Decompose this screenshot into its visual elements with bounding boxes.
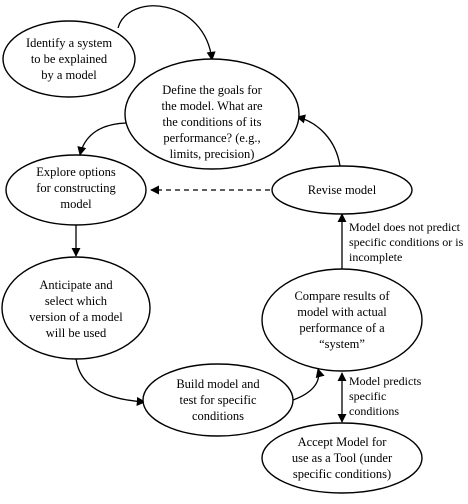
node-define-line: the conditions of its <box>163 115 262 129</box>
node-anticipate-text: Anticipate and select which version of a m… <box>29 278 123 340</box>
arrow-anticipate-to-build <box>75 357 146 406</box>
node-anticipate-line: version of a model <box>29 310 123 324</box>
node-define: Define the goals for the model. What are t… <box>124 58 300 170</box>
node-accept-line: use as a Tool (under <box>292 451 393 465</box>
node-accept-line: Accept Model for <box>298 435 388 449</box>
node-anticipate-shape <box>1 256 151 360</box>
node-anticipate-line: Anticipate and <box>39 278 113 292</box>
node-define-text: Define the goals for the model. What are t… <box>161 83 263 161</box>
edge-label-not-predict-line: incomplete <box>349 250 402 264</box>
node-identify-shape <box>2 20 136 98</box>
edge-label-not-predict-line: specific conditions or is <box>349 235 464 249</box>
node-explore-text: Explore options for constructing model <box>36 165 116 211</box>
node-build-line: Build model and <box>176 377 260 391</box>
edge-label-predicts-line: specific <box>349 389 386 403</box>
arrow-revise-to-define <box>296 114 341 167</box>
node-identify: Identify a system to be explained by a mod… <box>2 20 136 98</box>
node-define-line: the model. What are <box>161 99 263 113</box>
node-explore-line: model <box>60 197 92 211</box>
node-compare-line: model with actual <box>297 305 387 319</box>
node-explore-line: Explore options <box>36 165 116 179</box>
node-anticipate-line: select which <box>45 294 108 308</box>
node-compare: Compare results of model with actual perfo… <box>261 268 423 372</box>
node-explore: Explore options for constructing model <box>5 154 147 226</box>
node-build-line: test for specific <box>179 393 257 407</box>
node-identify-line: by a model <box>41 68 97 82</box>
node-accept-text: Accept Model for use as a Tool (under spec… <box>292 435 393 481</box>
node-explore-shape <box>5 154 147 226</box>
node-accept: Accept Model for use as a Tool (under spec… <box>261 422 423 494</box>
edge-label-predicts-line: conditions <box>349 404 399 418</box>
node-revise-text: Revise model <box>308 183 377 197</box>
node-revise-shape <box>271 165 413 215</box>
edge-label-predicts-line: Model predicts <box>349 374 422 388</box>
arrow-define-to-explore <box>77 122 127 156</box>
edge-label-not-predict-line: Model does not predict <box>349 220 461 234</box>
node-anticipate-line: will be used <box>46 326 107 340</box>
node-identify-text: Identify a system to be explained by a mod… <box>26 36 112 82</box>
node-explore-line: for constructing <box>36 181 116 195</box>
node-define-line: performance? (e.g., <box>163 131 260 145</box>
node-compare-text: Compare results of model with actual perfo… <box>294 289 390 351</box>
node-define-line: limits, precision) <box>170 147 255 161</box>
node-define-line: Define the goals for <box>162 83 262 97</box>
edges <box>71 5 347 423</box>
arrow-build-to-compare <box>292 368 325 401</box>
node-identify-line: Identify a system <box>26 36 112 50</box>
node-define-shape <box>124 58 300 170</box>
node-anticipate: Anticipate and select which version of a m… <box>1 256 151 360</box>
node-identify-line: to be explained <box>31 52 108 66</box>
node-revise: Revise model <box>271 165 413 215</box>
node-revise-line: Revise model <box>308 183 377 197</box>
arrow-identify-to-define <box>117 5 216 61</box>
node-compare-shape <box>261 268 423 372</box>
node-compare-line: performance of a <box>299 321 385 335</box>
node-accept-shape <box>261 422 423 494</box>
node-accept-line: specific conditions) <box>293 467 391 481</box>
node-compare-line: “system” <box>319 337 365 351</box>
node-compare-line: Compare results of <box>294 289 390 303</box>
node-build-line: conditions <box>192 409 244 423</box>
node-build: Build model and test for specific conditio… <box>142 363 294 437</box>
node-build-text: Build model and test for specific conditio… <box>176 377 260 423</box>
node-build-shape <box>142 363 294 437</box>
